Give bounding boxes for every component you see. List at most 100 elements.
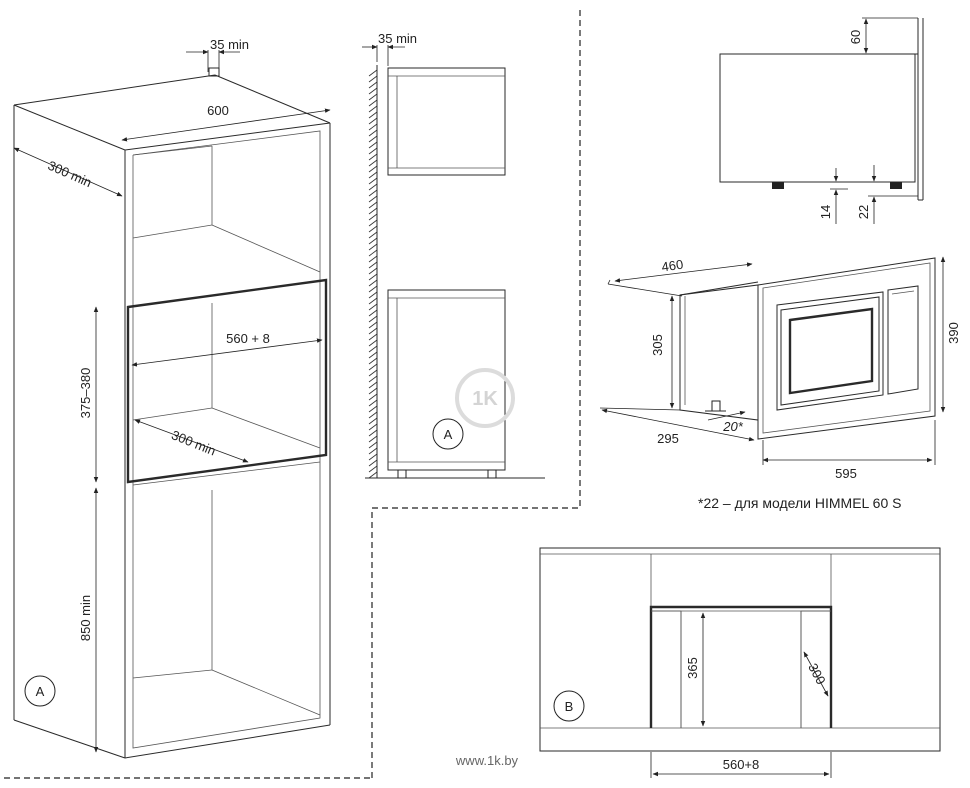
wall-hatch-line (368, 327, 378, 335)
wall-hatch-line (368, 351, 378, 359)
wall-hatch-line (368, 243, 378, 251)
marker-b: B (553, 690, 585, 722)
marker-b-label: B (565, 699, 574, 714)
wall-hatch-line (368, 147, 378, 155)
unit-side-label: 295 (657, 431, 679, 446)
appliance-iso-drawing (599, 256, 946, 465)
column-depth-label: 300 min (46, 158, 94, 191)
foot-height-label: 14 (818, 205, 833, 219)
wall-hatch-line (368, 369, 378, 377)
wall-hatch-line (368, 207, 378, 215)
wall-hatch-line (368, 387, 378, 395)
unit-foot-label: 20* (722, 419, 743, 434)
floor-height-label: 850 min (78, 595, 93, 641)
wall-hatch-line (368, 381, 378, 389)
wall-hatch-line (368, 261, 378, 269)
watermark-text: www.1k.by (455, 753, 519, 768)
column-width-label: 600 (207, 103, 229, 118)
wall-hatch-line (368, 411, 378, 419)
wall-hatch-line (368, 117, 378, 125)
wall-hatch-line (368, 291, 378, 299)
watermark-logo-text: 1K (472, 388, 498, 410)
wall-hatch-line (368, 273, 378, 281)
wall-hatch-line (368, 153, 378, 161)
wall-hatch-line (368, 201, 378, 209)
column-depth-gap-label: 35 min (210, 37, 249, 52)
unit-front-width-label: 595 (835, 466, 857, 481)
wall-hatch-line (368, 81, 378, 89)
wall-hatch-line (368, 249, 378, 257)
wall-hatch-line (368, 177, 378, 185)
wall-hatch-line (368, 375, 378, 383)
marker-a-side: A (432, 418, 464, 450)
wall-hatch-line (368, 69, 378, 77)
unit-front-height-label: 390 (946, 322, 961, 344)
wall-hatch-line (368, 465, 378, 473)
wall-hatch-line (368, 297, 378, 305)
model-footnote: *22 – для модели HIMMEL 60 S (698, 495, 902, 511)
wall-hatch-line (368, 279, 378, 287)
unit-depth-label: 460 (661, 257, 685, 275)
wall-hatch-line (368, 447, 378, 455)
panel-dividers (4, 10, 581, 779)
wall-hatch-line (368, 237, 378, 245)
wall-hatch-line (368, 189, 378, 197)
niche-height-label: 375–380 (78, 368, 93, 419)
cabinet-column-texts: 35 min 600 300 min 560 + 8 375–380 300 m… (46, 37, 270, 641)
b-width-label: 560+8 (723, 757, 760, 772)
niche-front-drawing (539, 547, 941, 778)
wall-hatch-line (368, 405, 378, 413)
wall-hatch-line (368, 399, 378, 407)
wall-hatch-line (368, 459, 378, 467)
wall-hatch-line (368, 429, 378, 437)
wall-hatch-line (368, 303, 378, 311)
wall-hatch-line (368, 345, 378, 353)
wall-hatch-line (368, 333, 378, 341)
wall-hatch-line (368, 183, 378, 191)
wall-hatch-line (368, 225, 378, 233)
marker-a-column-label: A (36, 684, 45, 699)
foot-offset-label: 22 (856, 205, 871, 219)
wall-hatch-line (368, 339, 378, 347)
wall-hatch-line (368, 309, 378, 317)
top-offset-label: 60 (848, 30, 863, 44)
b-depth-label: 300 (805, 661, 828, 687)
wall-hatch-line (368, 129, 378, 137)
wall-hatch-line (368, 213, 378, 221)
side-view-drawing (362, 44, 545, 479)
wall-hatch-line (368, 471, 378, 479)
wall-hatch-line (368, 93, 378, 101)
wall-hatch-line (368, 441, 378, 449)
wall-hatch-line (368, 423, 378, 431)
side-gap-label: 35 min (378, 31, 417, 46)
unit-height-label: 305 (650, 334, 665, 356)
wall-hatching (368, 69, 378, 479)
marker-a-side-label: A (444, 427, 453, 442)
b-height-label: 365 (685, 657, 700, 679)
wall-hatch-line (368, 111, 378, 119)
wall-hatch-line (368, 135, 378, 143)
wall-hatch-line (368, 141, 378, 149)
wall-hatch-line (368, 87, 378, 95)
appliance-side-drawing (719, 17, 924, 224)
wall-hatch-line (368, 453, 378, 461)
wall-hatch-line (368, 171, 378, 179)
niche-depth-label: 300 min (169, 427, 218, 458)
wall-hatch-line (368, 315, 378, 323)
niche-width-label: 560 + 8 (226, 331, 270, 346)
wall-hatch-line (368, 123, 378, 131)
wall-hatch-line (368, 285, 378, 293)
wall-hatch-line (368, 321, 378, 329)
wall-hatch-line (368, 219, 378, 227)
wall-hatch-line (368, 357, 378, 365)
cabinet-column-dimensions (13, 49, 331, 753)
wall-hatch-line (368, 75, 378, 83)
wall-hatch-line (368, 159, 378, 167)
wall-hatch-line (368, 165, 378, 173)
wall-hatch-line (368, 393, 378, 401)
marker-a-column: A (24, 675, 56, 707)
wall-hatch-line (368, 195, 378, 203)
wall-hatch-line (368, 99, 378, 107)
watermark-logo: 1K (455, 368, 515, 428)
